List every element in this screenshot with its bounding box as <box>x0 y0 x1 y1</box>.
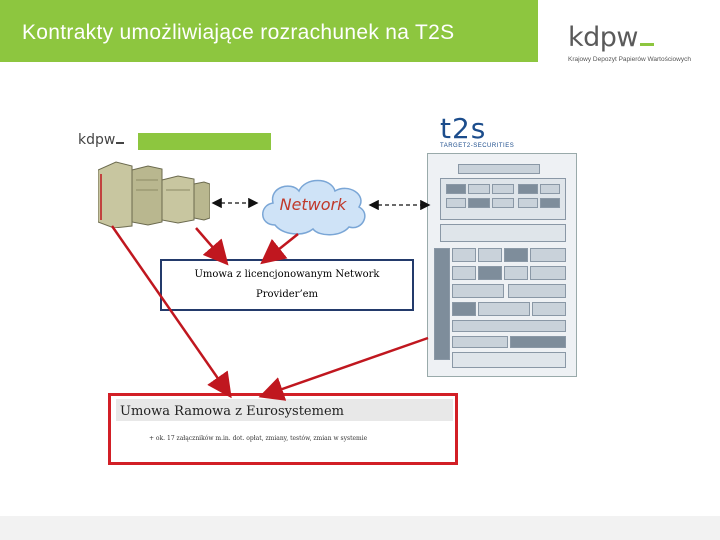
participant-logo-text: kdpw <box>78 132 116 148</box>
arrow-to-network-agreement <box>195 227 229 266</box>
eurosystem-agreement-note: + ok. 17 załączników m.in. dot. opłat, z… <box>149 435 368 442</box>
footer-band <box>0 516 720 540</box>
t2s-logo: t2s <box>440 112 487 145</box>
eurosystem-agreement-title: Umowa Ramowa z Eurosystemem <box>120 404 344 419</box>
kdpw-logo-text: kdpw <box>568 22 639 53</box>
header-bar: Kontrakty umożliwiające rozrachunek na T… <box>0 0 538 62</box>
participant-logo-underscore-icon <box>116 142 125 144</box>
eurosystem-agreement-header: Umowa Ramowa z Eurosystemem <box>116 399 453 421</box>
kdpw-logo: kdpw <box>568 22 654 53</box>
network-agreement-line2: Provider’em <box>255 289 319 300</box>
slide-title: Kontrakty umożliwiające rozrachunek na T… <box>22 21 455 44</box>
t2s-tagline: TARGET2-SECURITIES <box>440 143 515 149</box>
cloud-icon <box>262 179 366 236</box>
arrow-t2s-to-eurosystem <box>258 336 429 401</box>
participant-logo: kdpw <box>78 132 125 148</box>
network-agreement-line1: Umowa z licencjonowanym Network <box>194 269 380 280</box>
arrow-server-to-eurosystem <box>110 225 232 399</box>
eurosystem-agreement-box: Umowa Ramowa z Eurosystemem + ok. 17 zał… <box>108 393 458 465</box>
network-agreement-text: Umowa z licencjonowanym Network Provider… <box>162 261 412 305</box>
network-label: Network <box>279 195 347 214</box>
logo-underscore-icon <box>640 43 654 46</box>
arrow-network-to-agreement <box>260 233 299 265</box>
logo-accent-strip <box>138 133 271 150</box>
kdpw-company-name: Krajowy Depozyt Papierów Wartościowych <box>568 56 691 63</box>
network-provider-agreement-box: Umowa z licencjonowanym Network Provider… <box>160 259 414 311</box>
t2s-architecture-diagram <box>427 153 577 377</box>
server-icon <box>98 161 210 228</box>
